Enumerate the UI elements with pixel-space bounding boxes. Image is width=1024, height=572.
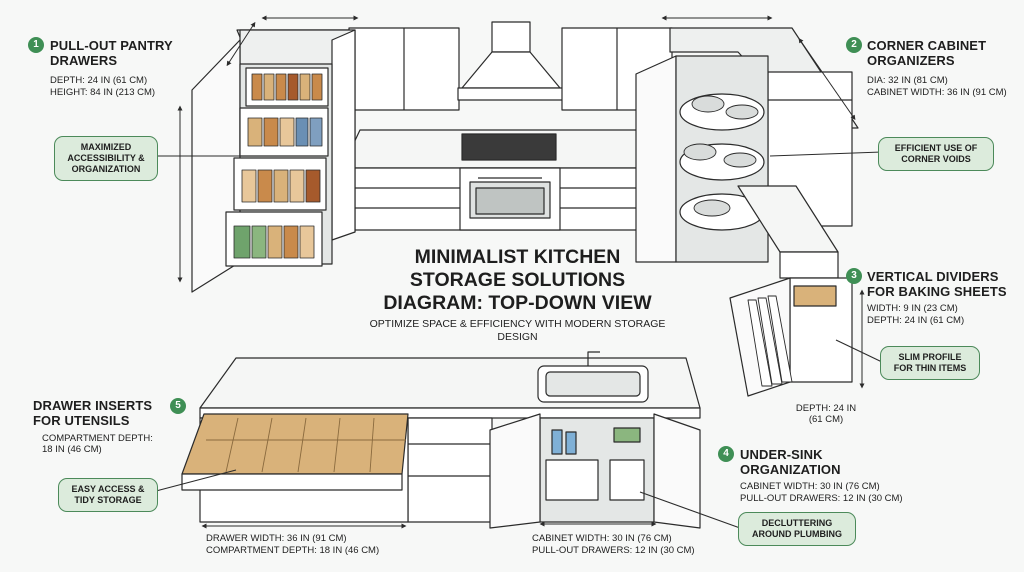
section-5-spec-depth: COMPARTMENT DEPTH: 18 IN (46 CM) <box>42 433 153 455</box>
diagram-subtitle: OPTIMIZE SPACE & EFFICIENCY WITH MODERN … <box>369 318 666 343</box>
pantry-cabinet <box>191 29 356 293</box>
callout-easy-access: EASY ACCESS & TIDY STORAGE <box>58 478 158 512</box>
callout-decluttering: DECLUTTERING AROUND PLUMBING <box>738 512 856 546</box>
section-2-spec-width: CABINET WIDTH: 36 IN (91 CM) <box>867 87 1007 98</box>
step-2-badge: 2 <box>846 37 862 53</box>
callout-corner-voids: EFFICIENT USE OF CORNER VOIDS <box>878 137 994 171</box>
section-4-spec-width: CABINET WIDTH: 30 IN (76 CM) <box>740 481 880 492</box>
section-5-heading: DRAWER INSERTS FOR UTENSILS <box>33 398 153 428</box>
dimension-divider-depth: DEPTH: 24 IN (61 CM) <box>795 403 857 425</box>
section-1-spec-depth: DEPTH: 24 IN (61 CM) <box>50 75 148 86</box>
callout-slim-profile: SLIM PROFILE FOR THIN ITEMS <box>880 346 980 380</box>
section-2-spec-dia: DIA: 32 IN (81 CM) <box>867 75 948 86</box>
back-counter <box>341 129 653 231</box>
range-hood <box>457 21 565 101</box>
section-4-heading: UNDER-SINK ORGANIZATION <box>740 447 841 477</box>
diagram-title: MINIMALIST KITCHEN STORAGE SOLUTIONS DIA… <box>383 246 652 314</box>
dimension-compartment-depth: COMPARTMENT DEPTH: 18 IN (46 CM) <box>206 545 380 556</box>
section-3-spec-depth: DEPTH: 24 IN (61 CM) <box>867 315 965 326</box>
section-4-spec-drawers: PULL-OUT DRAWERS: 12 IN (30 CM) <box>740 493 903 504</box>
callout-maximized-accessibility: MAXIMIZED ACCESSIBILITY & ORGANIZATION <box>54 136 158 181</box>
dimension-cabinet-width: CABINET WIDTH: 30 IN (76 CM) <box>532 533 672 544</box>
dimension-pullout-drawers: PULL-OUT DRAWERS: 12 IN (30 CM) <box>532 545 695 556</box>
section-2-heading: CORNER CABINET ORGANIZERS <box>867 38 987 68</box>
corner-cabinet <box>635 27 859 263</box>
section-1-spec-height: HEIGHT: 84 IN (213 CM) <box>50 87 156 98</box>
section-3-spec-width: WIDTH: 9 IN (23 CM) <box>867 303 958 314</box>
section-1-heading: PULL-OUT PANTRY DRAWERS <box>50 38 173 68</box>
section-3-heading: VERTICAL DIVIDERS FOR BAKING SHEETS <box>867 269 1007 299</box>
baking-sheet-dividers <box>729 185 853 397</box>
step-3-badge: 3 <box>846 268 862 284</box>
sink <box>537 351 649 403</box>
step-4-badge: 4 <box>718 446 734 462</box>
under-sink-cabinet <box>489 413 701 529</box>
step-5-badge: 5 <box>170 398 186 414</box>
utensil-drawer <box>181 413 409 491</box>
step-1-badge: 1 <box>28 37 44 53</box>
dimension-drawer-width: DRAWER WIDTH: 36 IN (91 CM) <box>206 533 347 544</box>
